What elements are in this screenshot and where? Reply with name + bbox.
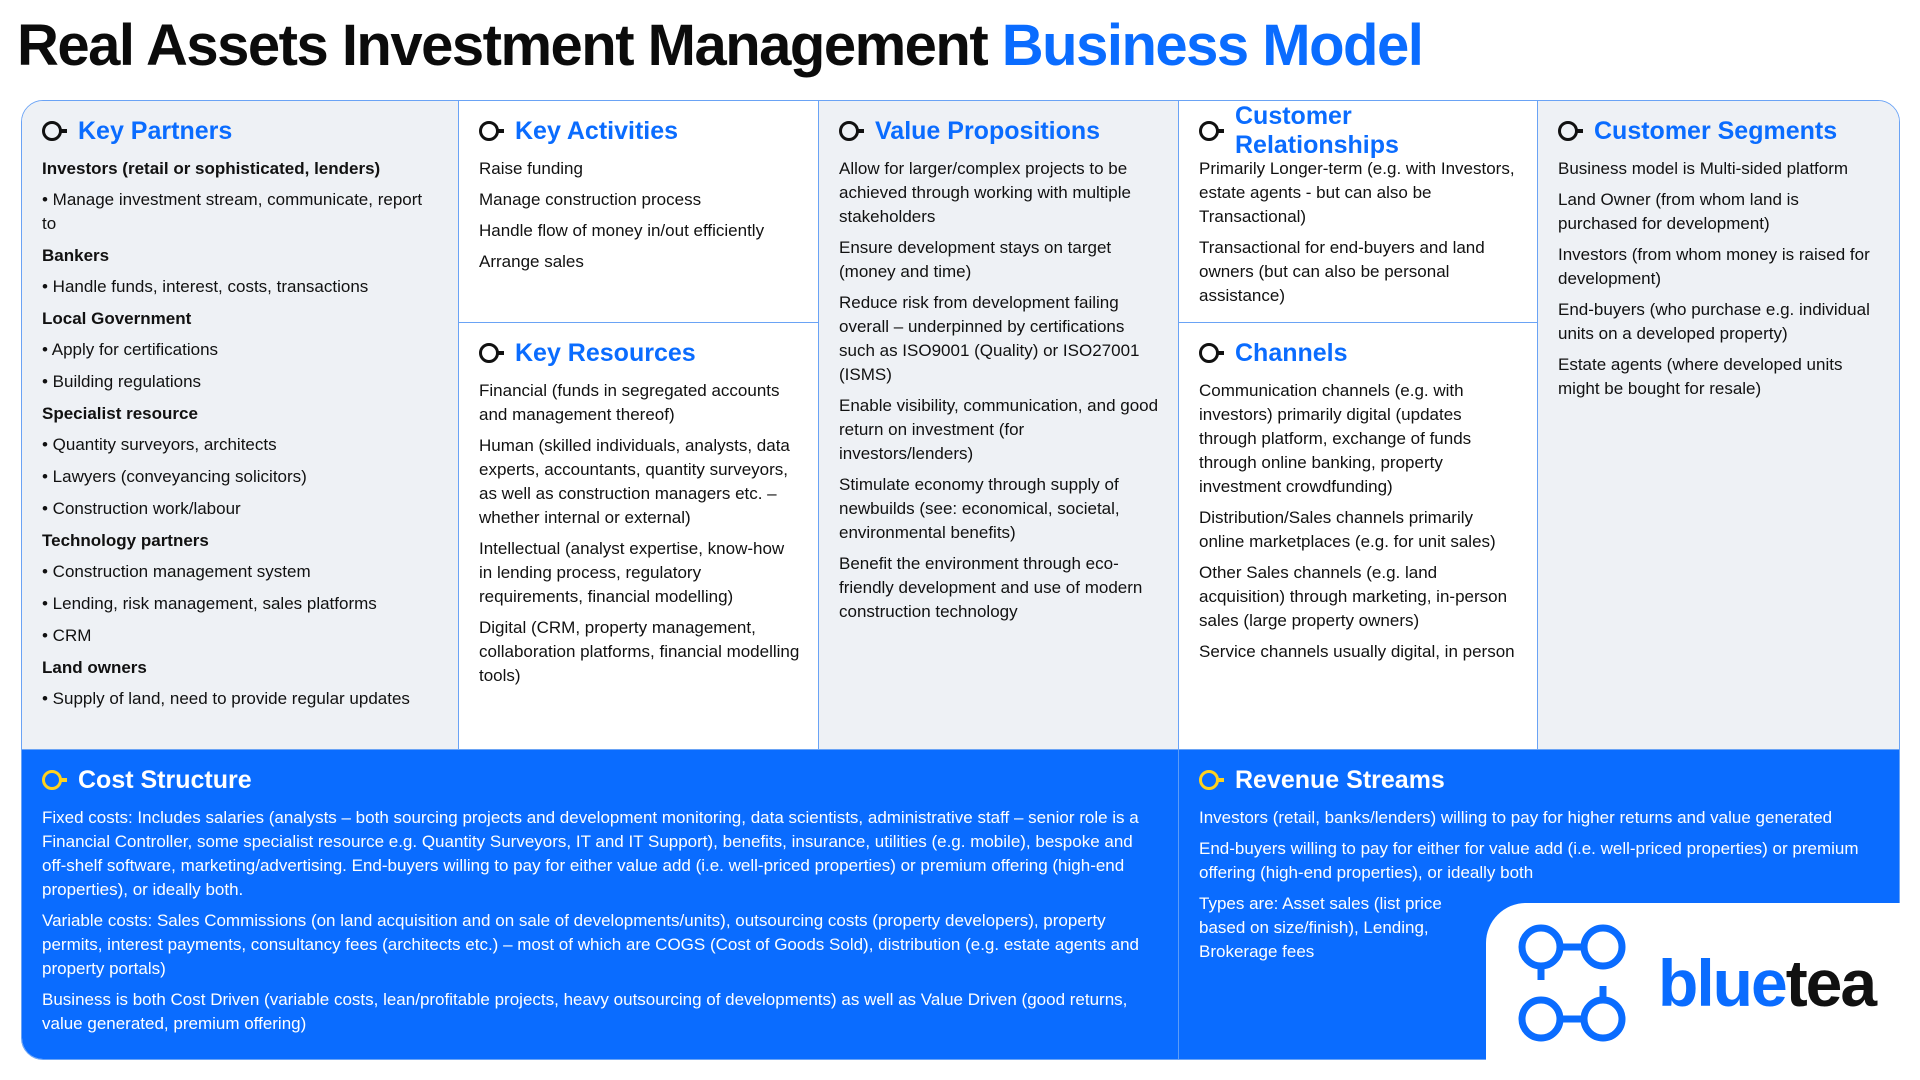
circle-node-icon xyxy=(1199,343,1225,363)
revenue-streams-heading: Revenue Streams xyxy=(1199,764,1899,796)
list-item: Business is both Cost Driven (variable c… xyxy=(42,990,1128,1033)
list-item: • Lending, risk management, sales platfo… xyxy=(42,594,377,613)
list-item: Financial (funds in segregated accounts … xyxy=(479,381,780,424)
circle-node-icon xyxy=(42,770,68,790)
list-item: Investors (retail, banks/lenders) willin… xyxy=(1199,808,1833,827)
list-item: Manage construction process xyxy=(479,190,702,209)
value-propositions-heading: Value Propositions xyxy=(839,115,1160,147)
list-item: Investors (retail or sophisticated, lend… xyxy=(42,159,381,178)
list-item: • Construction work/labour xyxy=(42,499,241,518)
customer-relationships-heading: Customer Relationships xyxy=(1199,102,1519,159)
cost-structure-heading: Cost Structure xyxy=(42,764,1160,796)
list-item: Bankers xyxy=(42,246,110,265)
key-partners-heading: Key Partners xyxy=(42,115,440,147)
list-item: Local Government xyxy=(42,309,192,328)
list-item: Enable visibility, communication, and go… xyxy=(839,396,1159,463)
key-resources-heading: Key Resources xyxy=(479,337,800,369)
bluetea-logo-icon xyxy=(1518,924,1626,1042)
list-item: • Manage investment stream, communicate,… xyxy=(42,190,423,233)
list-item: Raise funding xyxy=(479,159,583,178)
list-item: • Apply for certifications xyxy=(42,340,219,359)
list-item: Business model is Multi-sided platform xyxy=(1558,159,1849,178)
list-item: Service channels usually digital, in per… xyxy=(1199,642,1515,661)
title-main: Real Assets Investment Management xyxy=(17,13,989,78)
logo-wordmark: bluetea xyxy=(1658,945,1877,1021)
list-item: • Handle funds, interest, costs, transac… xyxy=(42,277,369,296)
list-item: • Construction management system xyxy=(42,562,311,581)
list-item: Other Sales channels (e.g. land acquisit… xyxy=(1199,563,1508,630)
list-item: Land owners xyxy=(42,658,147,677)
page-title: Real Assets Investment Management Busine… xyxy=(17,12,1424,79)
heading-text: Channels xyxy=(1235,338,1348,367)
list-item: Transactional for end-buyers and land ow… xyxy=(1199,238,1485,305)
circle-node-icon xyxy=(1558,121,1584,141)
list-item: Investors (from whom money is raised for… xyxy=(1558,245,1870,288)
list-item: Variable costs: Sales Commissions (on la… xyxy=(42,911,1139,978)
list-item: Intellectual (analyst expertise, know-ho… xyxy=(479,539,785,606)
list-item: Land Owner (from whom land is purchased … xyxy=(1558,190,1799,233)
logo-blue: blue xyxy=(1658,946,1788,1020)
list-item: Arrange sales xyxy=(479,252,584,271)
list-item: Stimulate economy through supply of newb… xyxy=(839,475,1120,542)
bluetea-logo: bluetea xyxy=(1486,903,1906,1063)
list-item: Reduce risk from development failing ove… xyxy=(839,293,1140,384)
list-item: Estate agents (where developed units mig… xyxy=(1558,355,1843,398)
list-item: Human (skilled individuals, analysts, da… xyxy=(479,436,790,527)
list-item: • Lawyers (conveyancing solicitors) xyxy=(42,467,307,486)
channels-heading: Channels xyxy=(1199,337,1519,369)
list-item: • Building regulations xyxy=(42,372,202,391)
heading-text: Cost Structure xyxy=(78,765,252,794)
key-activities-heading: Key Activities xyxy=(479,115,800,147)
heading-text: Customer Segments xyxy=(1594,116,1838,145)
heading-text: Key Activities xyxy=(515,116,679,145)
list-item: Communication channels (e.g. with invest… xyxy=(1199,381,1472,496)
list-item: Fixed costs: Includes salaries (analysts… xyxy=(42,808,1139,899)
circle-node-icon xyxy=(1199,121,1225,141)
list-item: End-buyers willing to pay for either for… xyxy=(1199,839,1859,882)
heading-text: Value Propositions xyxy=(875,116,1101,145)
heading-text: Key Resources xyxy=(515,338,696,367)
heading-text: Customer Relationships xyxy=(1235,102,1399,159)
list-item: Ensure development stays on target (mone… xyxy=(839,238,1112,281)
circle-node-icon xyxy=(1199,770,1225,790)
list-item: Types are: Asset sales (list price based… xyxy=(1199,894,1442,961)
list-item: Distribution/Sales channels primarily on… xyxy=(1199,508,1496,551)
title-accent: Business Model xyxy=(1001,13,1424,78)
list-item: Handle flow of money in/out efficiently xyxy=(479,221,765,240)
list-item: Technology partners xyxy=(42,531,209,550)
heading-text: Key Partners xyxy=(78,116,233,145)
circle-node-icon xyxy=(479,121,505,141)
list-item: • CRM xyxy=(42,626,92,645)
list-item: Digital (CRM, property management, colla… xyxy=(479,618,800,685)
heading-text: Revenue Streams xyxy=(1235,765,1445,794)
list-item: Benefit the environment through eco-frie… xyxy=(839,554,1143,621)
list-item: Allow for larger/complex projects to be … xyxy=(839,159,1131,226)
list-item: Specialist resource xyxy=(42,404,198,423)
circle-node-icon xyxy=(839,121,865,141)
list-item: • Supply of land, need to provide regula… xyxy=(42,689,410,708)
list-item: End-buyers (who purchase e.g. individual… xyxy=(1558,300,1870,343)
circle-node-icon xyxy=(42,121,68,141)
customer-segments-heading: Customer Segments xyxy=(1558,115,1883,147)
list-item: • Quantity surveyors, architects xyxy=(42,435,277,454)
logo-tea: tea xyxy=(1785,946,1877,1020)
list-item: Primarily Longer-term (e.g. with Investo… xyxy=(1199,159,1515,226)
circle-node-icon xyxy=(479,343,505,363)
